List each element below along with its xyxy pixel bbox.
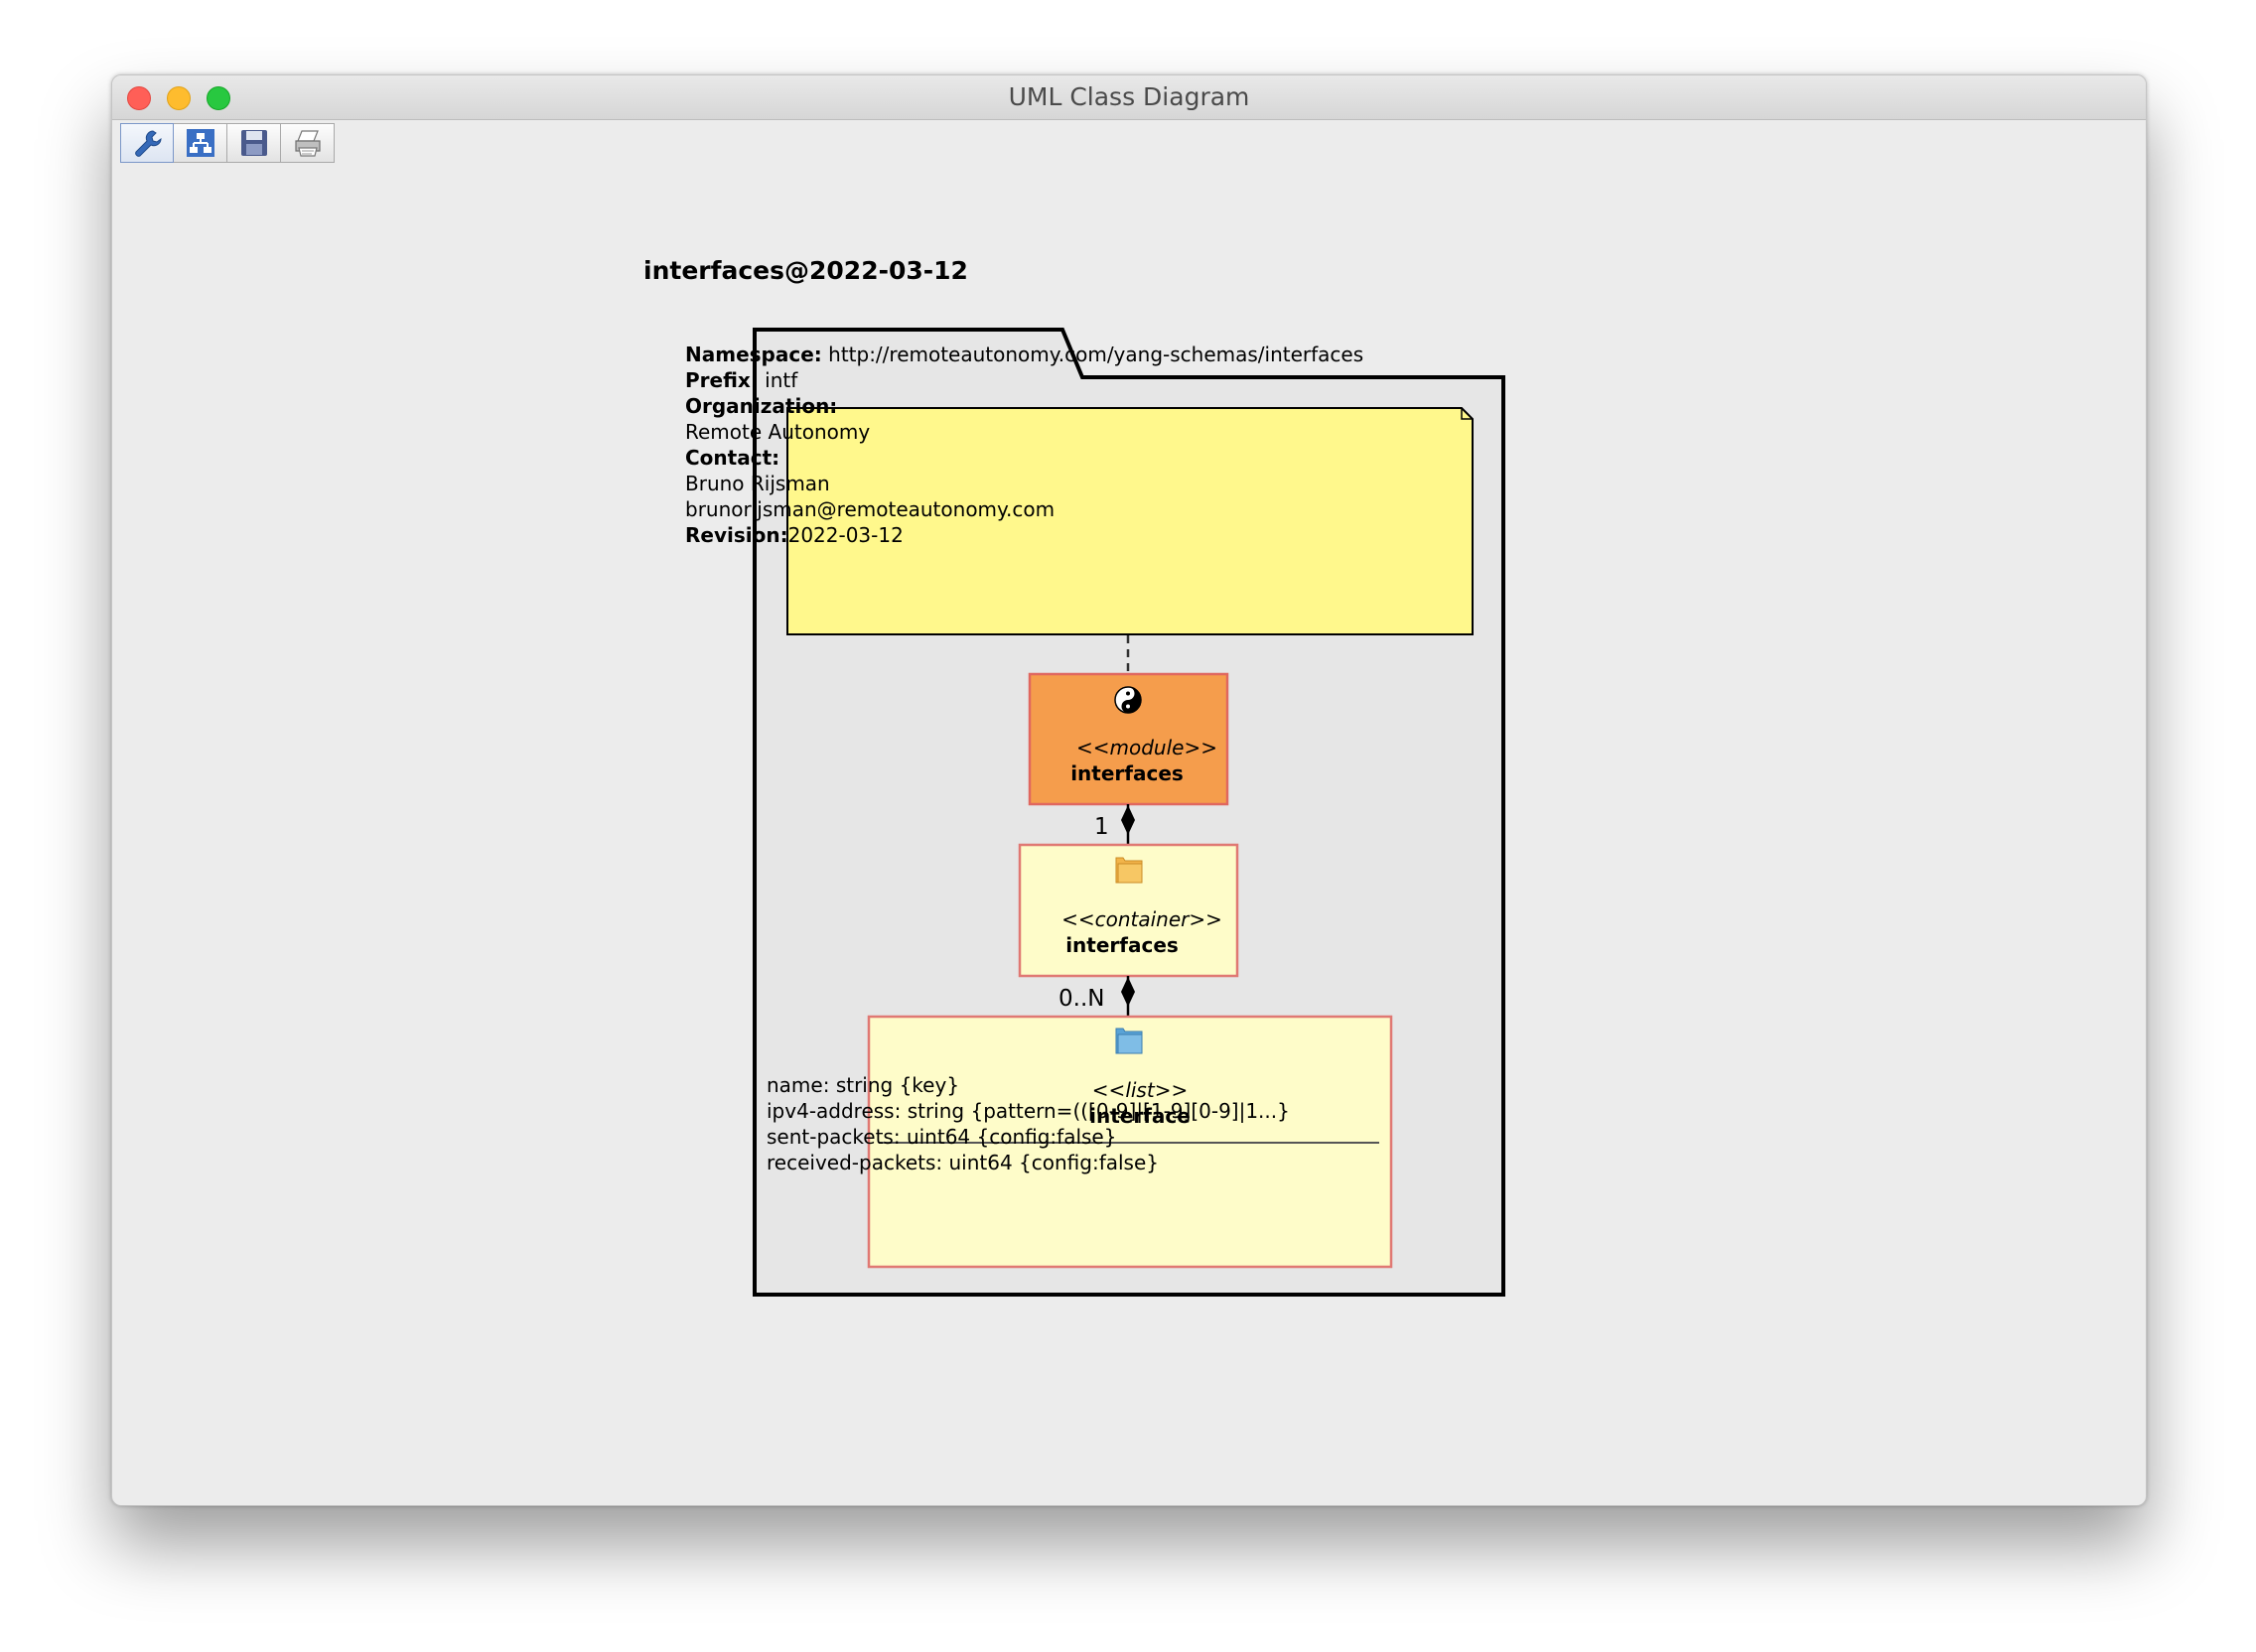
hierarchy-layout-icon (186, 129, 214, 157)
list-name: interface (1089, 1104, 1191, 1128)
minimize-window-button[interactable] (167, 86, 191, 110)
attribute-row: sent-packets: uint64 {config:false} (767, 1125, 1117, 1149)
attribute-row: ipv4-address: string {pattern=(([0-9]|[1… (767, 1099, 1290, 1123)
save-button[interactable] (227, 123, 281, 163)
attribute-row: received-packets: uint64 {config:false} (767, 1151, 1159, 1174)
print-button[interactable] (281, 123, 335, 163)
module-name: interfaces (1070, 761, 1184, 785)
window-title: UML Class Diagram (1008, 82, 1250, 111)
package-name: interfaces@2022-03-12 (643, 256, 968, 285)
wrench-icon (135, 130, 162, 157)
namespace-label: Namespace: (685, 343, 822, 366)
composition-diamond-module (1121, 805, 1135, 835)
attribute-row: name: string {key} (767, 1073, 960, 1097)
contact-email: brunorijsman@remoteautonomy.com (685, 497, 1056, 521)
layout-button[interactable] (174, 123, 227, 163)
module-class-label: <<module>> interfaces (1033, 735, 1261, 786)
container-name: interfaces (1065, 933, 1179, 957)
toolbar (120, 123, 335, 163)
multiplicity-container-list: 0..N (1058, 986, 1105, 1012)
zoom-window-button[interactable] (207, 86, 230, 110)
module-info-note[interactable] (786, 407, 1474, 635)
folder-blue-icon (1115, 1028, 1143, 1054)
namespace-value: http://remoteautonomy.com/yang-schemas/i… (821, 343, 1364, 366)
yin-yang-icon (1114, 686, 1142, 714)
title-bar[interactable]: UML Class Diagram (112, 75, 2146, 120)
note-text: Namespace: http://remoteautonomy.com/yan… (685, 342, 1363, 548)
list-stereotype: <<list>> (1091, 1078, 1189, 1102)
folder-orange-icon (1115, 857, 1143, 884)
close-window-button[interactable] (127, 86, 151, 110)
prefix-value: intf (758, 368, 798, 392)
organization-label: Organization: (685, 394, 838, 418)
composition-diamond-container (1121, 977, 1135, 1007)
save-icon (240, 130, 267, 156)
print-icon (294, 130, 321, 157)
contact-name: Bruno Rijsman (685, 472, 830, 495)
list-attributes: name: string {key} ipv4-address: string … (767, 1072, 1290, 1175)
contact-label: Contact: (685, 446, 780, 470)
multiplicity-module-container: 1 (1094, 814, 1109, 840)
revision-value: 2022-03-12 (787, 523, 904, 547)
organization-value: Remote Autonomy (685, 420, 871, 444)
module-stereotype: <<module>> (1076, 736, 1217, 759)
settings-button[interactable] (120, 123, 174, 163)
revision-label: Revision: (685, 523, 788, 547)
container-stereotype: <<container>> (1061, 907, 1222, 931)
list-class-label: <<list>> interface (869, 1077, 1411, 1129)
prefix-label: Prefix: (685, 368, 759, 392)
container-class-label: <<container>> interfaces (1053, 906, 1231, 958)
